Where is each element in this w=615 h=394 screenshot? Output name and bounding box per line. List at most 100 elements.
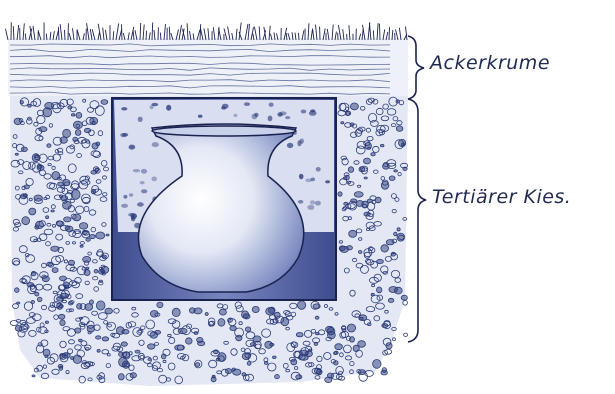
gravel-stone xyxy=(389,176,395,181)
grass-blade xyxy=(338,25,341,40)
pit-stone xyxy=(222,104,229,109)
gravel-stone xyxy=(63,201,72,209)
gravel-stone xyxy=(350,103,358,110)
gravel-stone xyxy=(172,308,180,316)
gravel-stone xyxy=(274,312,280,318)
grass-tufts xyxy=(6,22,408,40)
gravel-stone xyxy=(76,112,82,118)
pit-stone xyxy=(298,200,304,204)
gravel-stone xyxy=(349,230,357,237)
gravel-stone xyxy=(135,350,140,353)
urn-rim xyxy=(152,126,296,136)
gravel-stone xyxy=(102,337,109,341)
grass-blade xyxy=(122,24,123,40)
grass-blade xyxy=(380,24,381,40)
gravel-stone xyxy=(47,262,53,266)
gravel-stone xyxy=(86,238,90,241)
gravel-stone xyxy=(291,359,297,365)
gravel-stone xyxy=(96,232,105,239)
gravel-stone xyxy=(281,317,289,325)
grass-blade xyxy=(200,24,201,40)
gravel-stone xyxy=(96,336,101,339)
gravel-stone xyxy=(363,158,370,164)
gravel-stone xyxy=(364,177,367,179)
grass-blade xyxy=(228,27,230,40)
pit-stone xyxy=(325,180,330,183)
pit-stone xyxy=(316,167,321,172)
grass-blade xyxy=(140,23,141,40)
gravel-stone xyxy=(381,245,389,252)
gravel-stone xyxy=(90,235,96,239)
gravel-stone xyxy=(354,192,363,198)
pit-stone xyxy=(121,107,127,110)
gravel-stone xyxy=(338,192,342,196)
gravel-stone xyxy=(82,230,87,234)
grass-blade xyxy=(269,26,270,40)
pit-stone xyxy=(299,174,304,180)
gravel-stone xyxy=(73,214,81,221)
pit-stone xyxy=(140,181,145,184)
gravel-stone xyxy=(94,269,98,273)
gravel-stone xyxy=(92,143,98,149)
gravel-stone xyxy=(68,301,73,305)
gravel-stone xyxy=(105,308,113,314)
gravel-stone xyxy=(397,233,405,241)
pit-stone xyxy=(287,143,293,148)
gravel-stone xyxy=(86,267,89,269)
gravel-stone xyxy=(20,101,23,104)
gravel-stone xyxy=(34,195,42,201)
gravel-stone xyxy=(52,172,60,180)
grass-blade xyxy=(152,23,153,41)
gravel-stone xyxy=(205,313,208,316)
gravel-stone xyxy=(373,360,381,369)
gravel-stone xyxy=(35,292,39,296)
gravel-stone xyxy=(60,137,67,143)
grass-blade xyxy=(377,23,378,40)
grass-blade xyxy=(116,23,119,40)
gravel-stone xyxy=(194,308,202,314)
gravel-stone xyxy=(51,210,54,212)
pit-stone xyxy=(122,133,128,137)
gravel-stone xyxy=(64,217,71,222)
gravel-stone xyxy=(404,333,408,336)
gravel-stone xyxy=(344,202,348,205)
gravel-stone xyxy=(391,252,395,256)
gravel-stone xyxy=(394,232,397,236)
gravel-stone xyxy=(194,332,198,335)
pit-stone xyxy=(121,204,128,208)
grass-blade xyxy=(389,27,390,40)
gravel-stone xyxy=(148,344,155,349)
grass-blade xyxy=(65,30,66,40)
pit-stone xyxy=(150,105,154,109)
pit-stone xyxy=(309,111,317,116)
grass-blade xyxy=(143,25,144,41)
pit-stone xyxy=(244,102,250,106)
grass-blade xyxy=(316,25,318,40)
gravel-stone xyxy=(83,256,91,262)
gravel-stone xyxy=(60,276,67,281)
pit-stone xyxy=(129,145,136,150)
gravel-stone xyxy=(27,283,34,287)
grass-blade xyxy=(13,26,14,40)
gravel-stone xyxy=(218,319,225,327)
gravel-stone xyxy=(29,208,36,215)
gravel-stone xyxy=(59,314,65,319)
gravel-stone xyxy=(394,170,398,172)
gravel-stone xyxy=(130,373,136,378)
gravel-stone xyxy=(122,361,129,368)
gravel-stone xyxy=(87,325,94,332)
gravel-stone xyxy=(339,246,345,251)
pit-stone xyxy=(254,113,258,117)
pit-stone xyxy=(152,142,159,147)
grass-blade xyxy=(248,24,250,40)
gravel-stone xyxy=(15,153,18,155)
gravel-stone xyxy=(269,307,276,313)
topsoil-label: Ackerkrume xyxy=(430,52,550,74)
pit-stone xyxy=(166,105,171,111)
gravel-stone xyxy=(371,153,376,156)
grass-blade xyxy=(369,23,371,40)
grass-blade xyxy=(406,27,408,41)
grass-blade xyxy=(146,31,147,40)
gravel-stone xyxy=(377,287,382,293)
